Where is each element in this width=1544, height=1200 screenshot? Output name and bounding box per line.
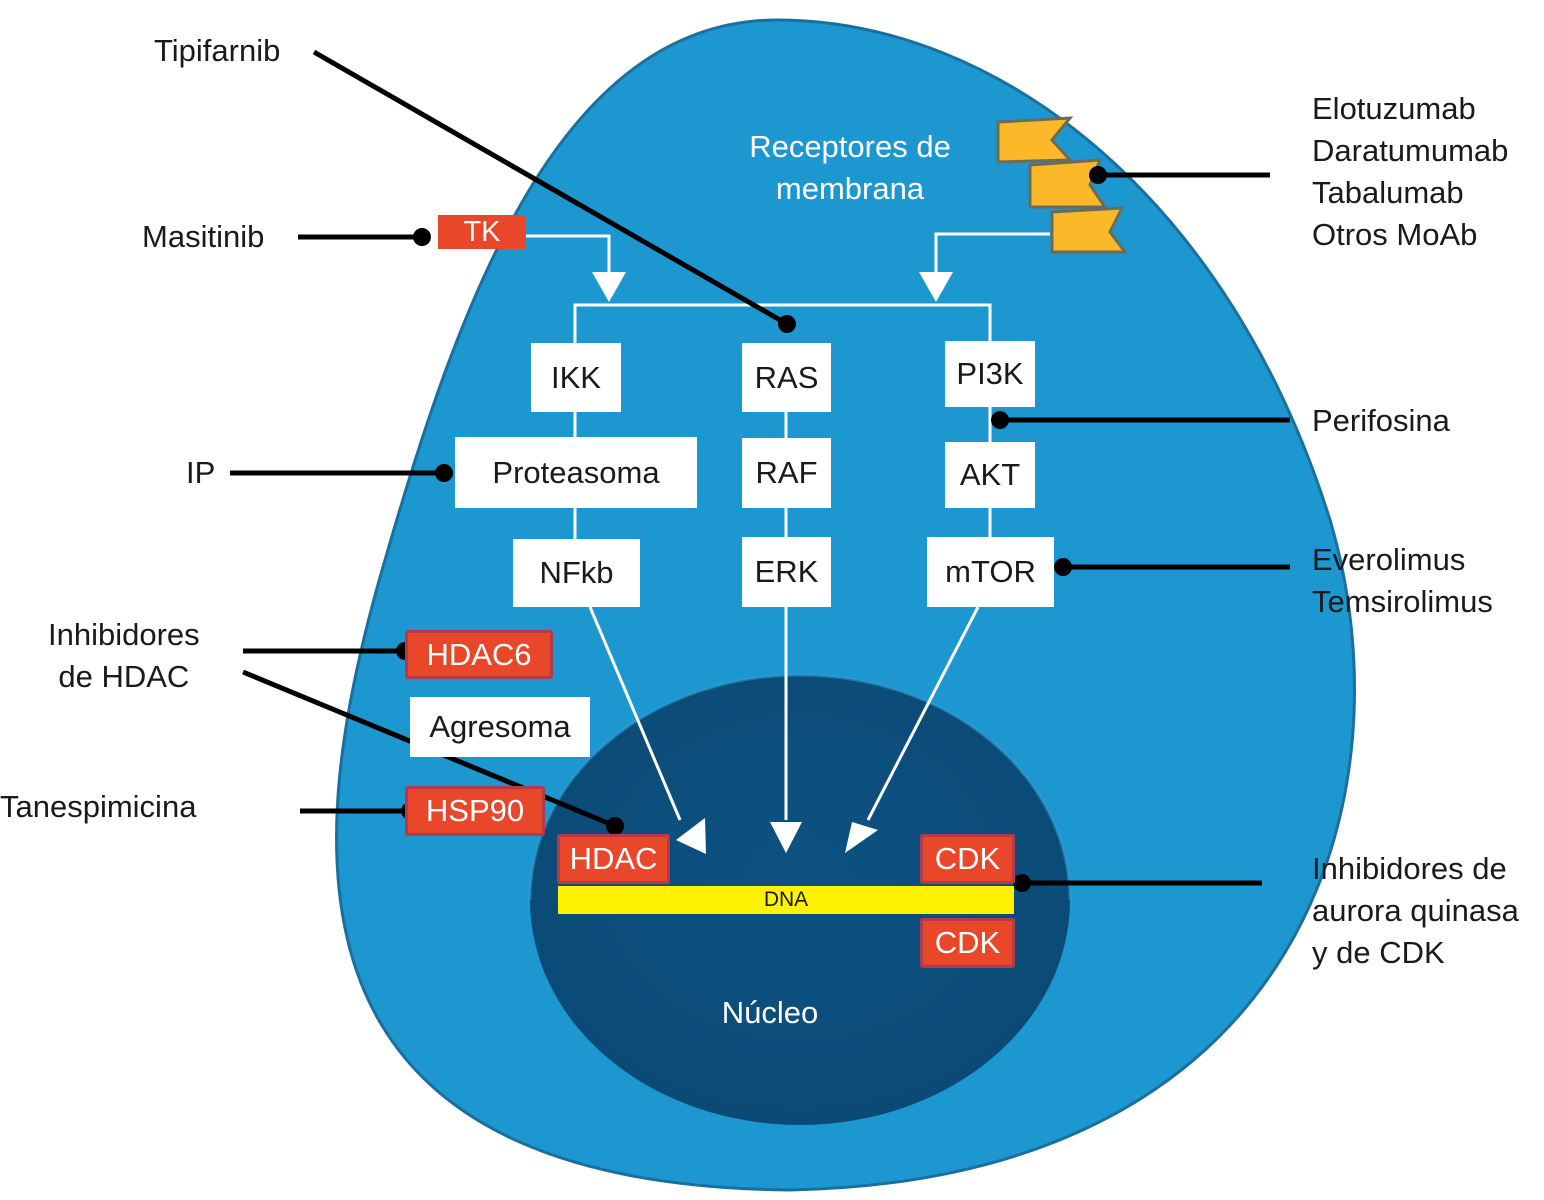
drug-masitinib: Masitinib: [142, 219, 265, 254]
target-hdac: HDAC: [557, 834, 670, 884]
drug-perifosina: Perifosina: [1312, 403, 1450, 438]
node-erk: ERK: [742, 537, 831, 607]
node-proteasoma: Proteasoma: [455, 437, 697, 508]
drug-aurora-cdk-inhibitors: Inhibidores de aurora quinasa y de CDK: [1312, 851, 1519, 970]
endpoint-dot: [1013, 874, 1031, 892]
drug-tipifarnib: Tipifarnib: [154, 33, 281, 68]
node-akt: AKT: [945, 442, 1035, 508]
target-cdk-bottom: CDK: [920, 918, 1015, 968]
endpoint-dot: [1054, 558, 1072, 576]
endpoint-dot: [778, 315, 796, 333]
target-hsp90: HSP90: [405, 786, 545, 836]
drug-mtor-inhibitors: Everolimus Temsirolimus: [1312, 542, 1493, 619]
arrow-mtor-dna: [845, 822, 878, 853]
node-nfkb: NFkb: [513, 539, 640, 607]
node-agresoma: Agresoma: [410, 697, 590, 757]
target-cdk-top: CDK: [920, 834, 1015, 884]
node-ikk: IKK: [531, 343, 621, 412]
membrane-receptors: [996, 116, 1128, 254]
drug-moab-list: Elotuzumab Daratumumab Tabalumab Otros M…: [1312, 91, 1509, 252]
drug-ip: IP: [186, 455, 216, 490]
nucleus-rim: [528, 673, 1072, 901]
target-hdac6: HDAC6: [405, 630, 553, 679]
arrowheads: [592, 272, 953, 854]
endpoint-dot: [1089, 166, 1107, 184]
endpoint-dot: [435, 464, 453, 482]
node-pi3k: PI3K: [945, 341, 1035, 407]
receptors-label: Receptores de membrana: [749, 129, 951, 206]
endpoint-dot: [991, 411, 1009, 429]
node-raf: RAF: [742, 438, 831, 508]
drug-tanespimicina: Tanespimicina: [0, 789, 197, 824]
endpoint-dot: [606, 817, 624, 835]
drug-hdac-inhibitors: Inhibidores de HDAC: [48, 617, 200, 694]
receptor-icon: [1050, 206, 1128, 254]
target-tk: TK: [438, 215, 526, 249]
drug-line-endpoints: [396, 166, 1107, 892]
endpoint-dot: [413, 228, 431, 246]
nucleus-label: Núcleo: [721, 995, 819, 1030]
node-mtor: mTOR: [927, 537, 1054, 607]
arrow-tk: [592, 272, 626, 302]
receptor-icon: [996, 116, 1074, 164]
arrow-nfkb-dna: [676, 818, 706, 854]
arrow-receptor: [919, 272, 953, 302]
dna-strand: DNA: [558, 886, 1014, 914]
signaling-connectors: [526, 232, 1050, 821]
receptor-icon: [1028, 158, 1108, 209]
arrow-erk-dna: [770, 822, 802, 853]
node-ras: RAS: [742, 343, 831, 412]
